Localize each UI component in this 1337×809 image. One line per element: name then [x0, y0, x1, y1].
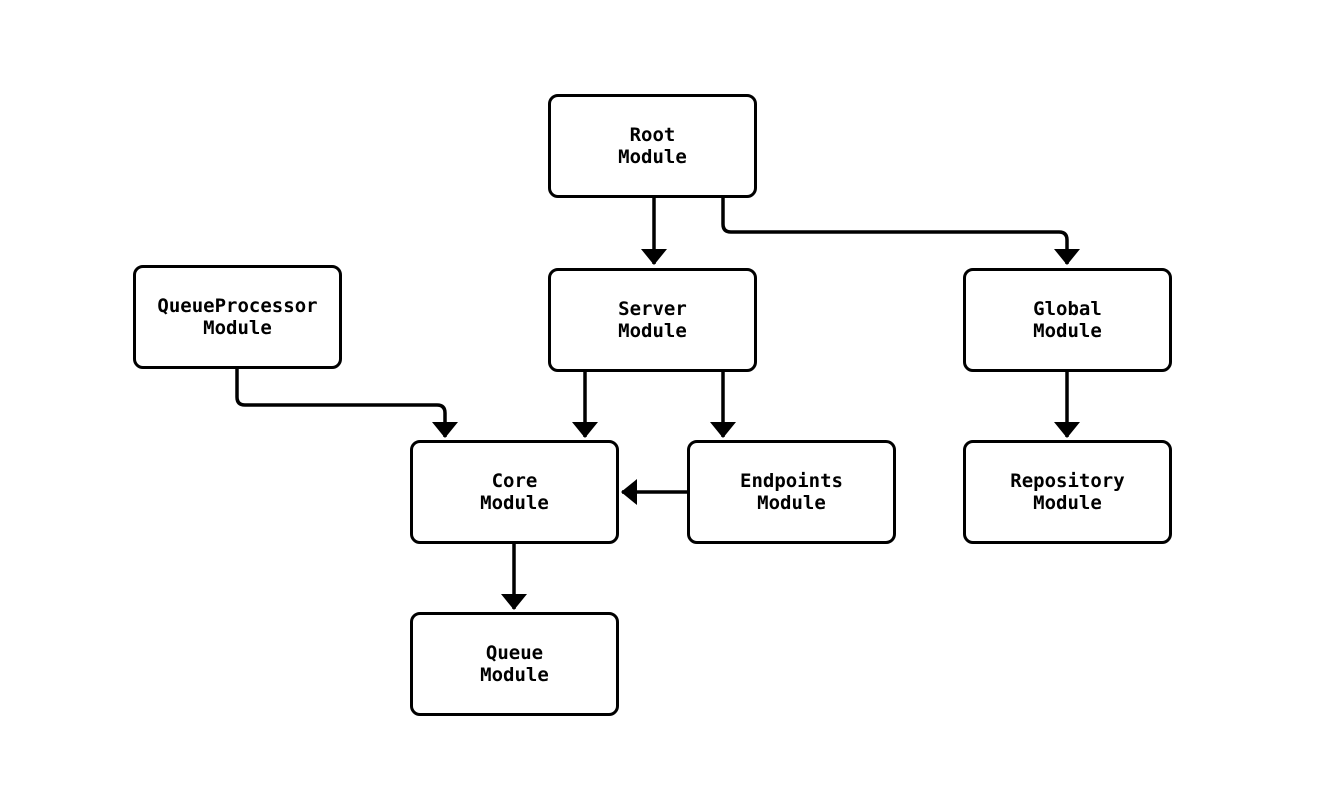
node-label-line1: Endpoints	[740, 470, 843, 492]
node-root-module: Root Module	[548, 94, 757, 198]
node-label-line1: Server	[618, 298, 687, 320]
node-label-line1: Root	[629, 124, 676, 146]
node-label-line1: Core	[491, 470, 538, 492]
node-label-line1: Queue	[485, 642, 544, 664]
node-label-line2: Module	[480, 664, 549, 686]
node-label-line2: Module	[480, 492, 549, 514]
node-label-line1: QueueProcessor	[157, 295, 318, 317]
node-label-line2: Module	[618, 146, 687, 168]
node-core-module: Core Module	[410, 440, 619, 544]
node-label-line2: Module	[203, 317, 272, 339]
node-server-module: Server Module	[548, 268, 757, 372]
node-repository-module: Repository Module	[963, 440, 1172, 544]
node-label-line2: Module	[618, 320, 687, 342]
node-label-line1: Repository	[1010, 470, 1125, 492]
node-queueprocessor-module: QueueProcessor Module	[133, 265, 342, 369]
edge-root-to-global	[721, 198, 1080, 265]
node-queue-module: Queue Module	[410, 612, 619, 716]
node-global-module: Global Module	[963, 268, 1172, 372]
node-label-line1: Global	[1033, 298, 1102, 320]
node-endpoints-module: Endpoints Module	[687, 440, 896, 544]
node-label-line2: Module	[1033, 320, 1102, 342]
node-label-line2: Module	[1033, 492, 1102, 514]
edge-queueprocessor-to-core	[235, 369, 458, 438]
node-label-line2: Module	[757, 492, 826, 514]
